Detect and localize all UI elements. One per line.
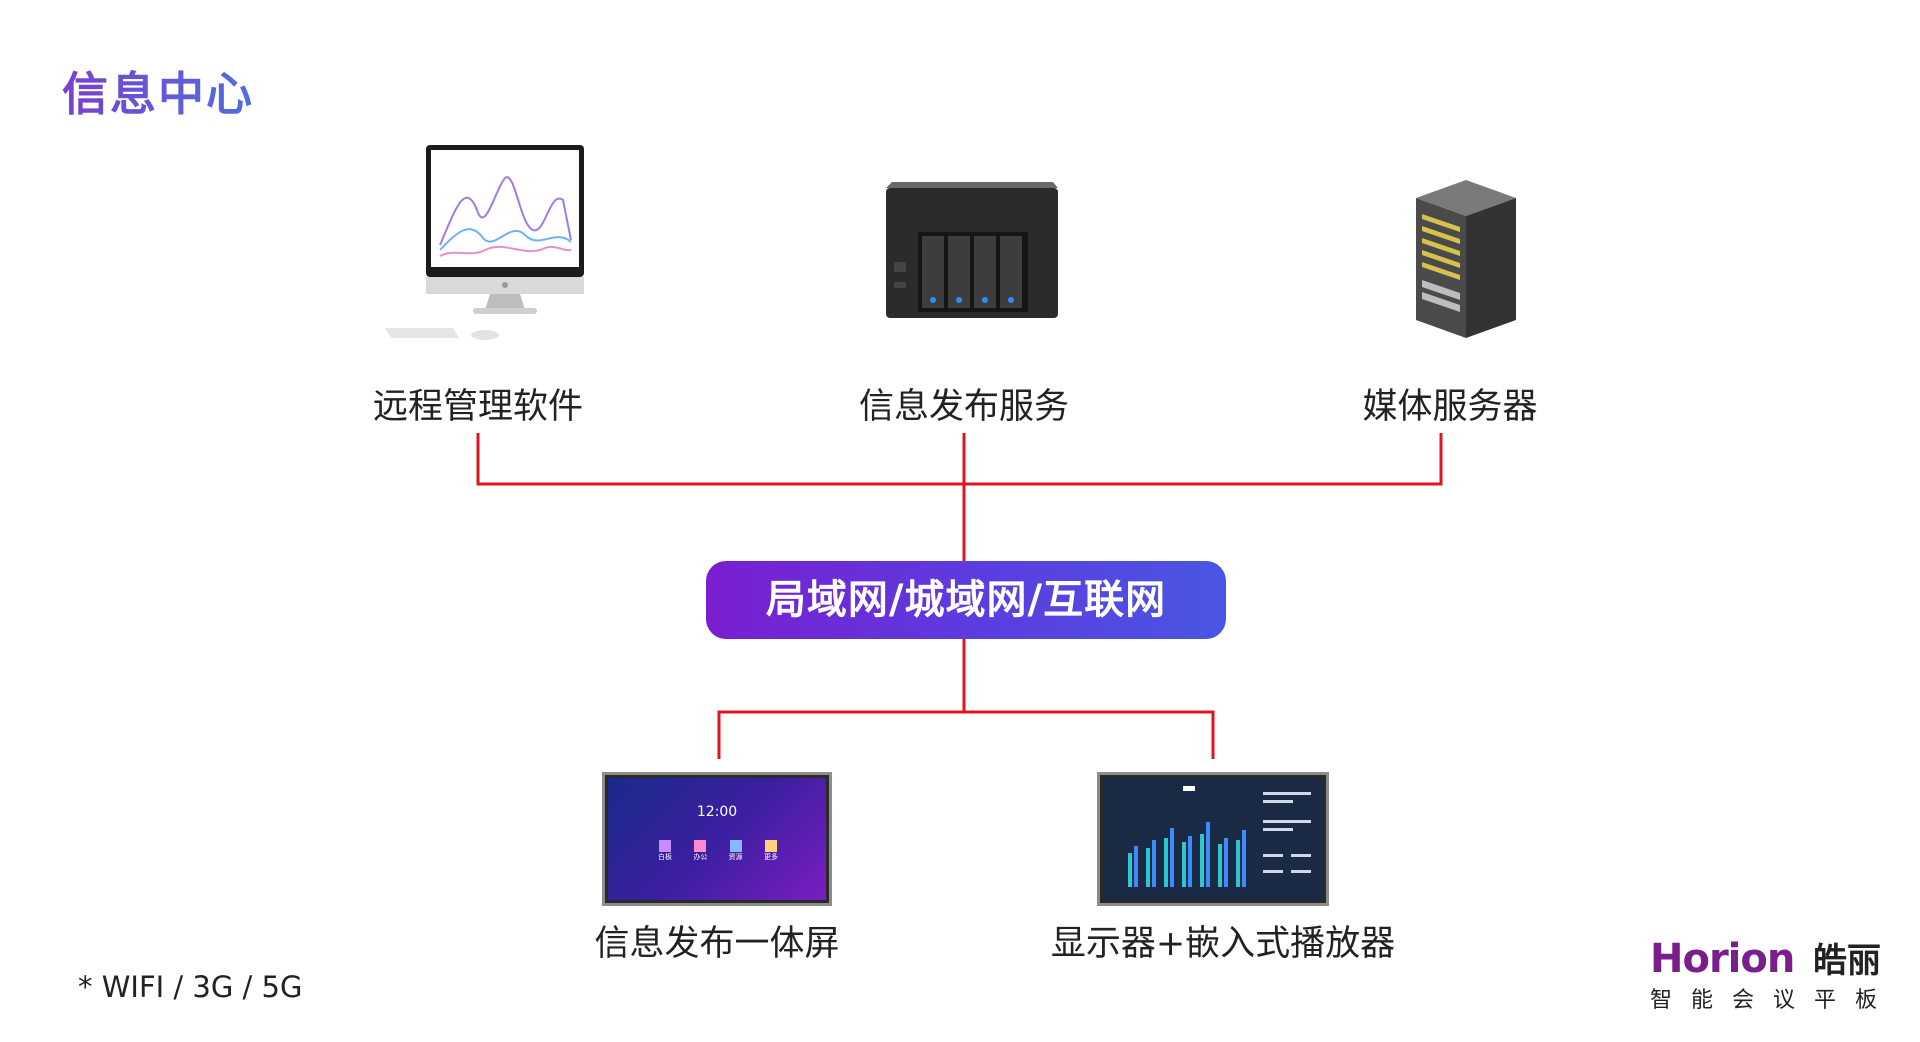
screen-time: 12:00: [696, 804, 738, 820]
brand-tagline: 智能会议平板: [1650, 988, 1897, 1013]
monitor-player-icon: [1097, 772, 1329, 906]
brand-logo: Horion 皓丽: [1650, 936, 1881, 982]
screen-app: 更多: [764, 840, 778, 862]
node-label-publishing-service: 信息发布服务: [858, 387, 1069, 427]
node-label-monitor-player: 显示器+嵌入式播放器: [1050, 924, 1396, 964]
screen-app: 白板: [658, 840, 672, 862]
node-label-remote-management: 远程管理软件: [372, 387, 583, 427]
svg-text:皓丽: 皓丽: [1813, 941, 1881, 981]
network-pill: 局域网/城域网/互联网: [706, 561, 1226, 639]
svg-text:Horion: Horion: [1650, 936, 1794, 982]
connector-bottom: [717, 710, 1215, 759]
nas-server-icon: [886, 182, 1058, 318]
page-title: 信息中心: [62, 58, 254, 124]
screen-app-row: 白板 办公 资源 更多: [658, 840, 778, 862]
screen-app: 资源: [729, 840, 743, 862]
desktop-computer-icon: [385, 145, 584, 340]
monitor-screen-graphic: [1103, 778, 1323, 900]
connectivity-footnote: * WIFI / 3G / 5G: [78, 970, 303, 1004]
node-label-all-in-one-display: 信息发布一体屏: [594, 924, 840, 964]
screen-app: 办公: [693, 840, 707, 862]
node-label-media-server: 媒体服务器: [1362, 387, 1538, 427]
display-panel-icon: 12:00 白板 办公 资源 更多: [602, 772, 832, 906]
connector-top: [476, 433, 1443, 486]
rack-server-icon: [1416, 180, 1516, 338]
